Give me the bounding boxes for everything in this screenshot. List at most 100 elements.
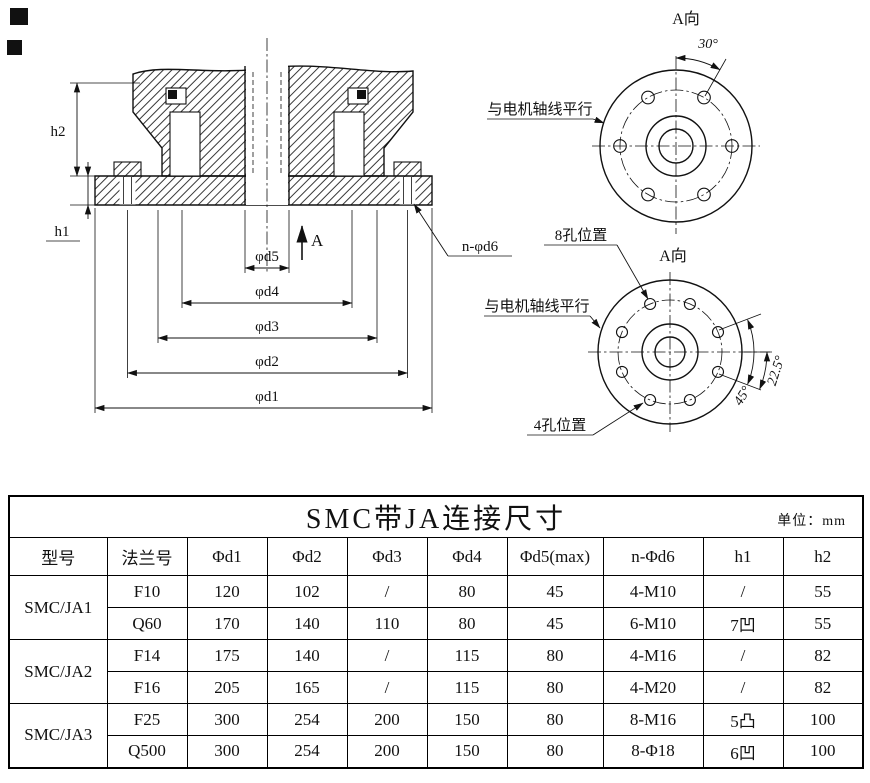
bolt-hole-note: n-φd6 (462, 239, 499, 255)
table-cell: 254 (266, 735, 348, 768)
table-cell: F10 (106, 575, 188, 608)
table-cell: 5凸 (702, 703, 784, 736)
angle-45-label: 45° (731, 384, 754, 409)
model-cell: SMC/JA1 (8, 575, 108, 640)
table-cell: 254 (266, 703, 348, 736)
table-cell: / (346, 671, 428, 704)
table-cell: 165 (266, 671, 348, 704)
axis-note-bottom: 与电机轴线平行 (484, 298, 589, 315)
note-4-holes: 4孔位置 (534, 417, 587, 434)
table-cell: / (702, 671, 784, 704)
col-header-h2: h2 (782, 537, 864, 576)
table-title-cell: SMC带JA连接尺寸 单位：mm (8, 495, 864, 538)
table-cell: 200 (346, 703, 428, 736)
model-cell: SMC/JA2 (8, 639, 108, 704)
table-cell: 170 (186, 607, 268, 640)
table-cell: 150 (426, 703, 508, 736)
axis-note-top: 与电机轴线平行 (487, 101, 592, 118)
table-row: Q60 170 140 110 80 45 6-M10 7凹 55 (9, 607, 864, 640)
dim-label-phi-d1: φd1 (255, 389, 279, 405)
table-cell: 80 (506, 671, 604, 704)
table-cell: 175 (186, 639, 268, 672)
table-cell: 45 (506, 575, 604, 608)
table-cell: 55 (782, 575, 864, 608)
note-8-holes: 8孔位置 (555, 227, 608, 244)
angle-30-label: 30° (697, 37, 718, 52)
table-cell: / (346, 575, 428, 608)
view-a-title-top: A向 (672, 10, 700, 28)
col-header-h1: h1 (702, 537, 784, 576)
col-header-d4: Φd4 (426, 537, 508, 576)
seal-ring-right (357, 90, 366, 99)
table-cell: F25 (106, 703, 188, 736)
table-cell: 80 (426, 607, 508, 640)
table-cell: Q500 (106, 735, 188, 768)
table-cell: 110 (346, 607, 428, 640)
angle-22-5-label: 22.5° (765, 354, 789, 388)
table-cell: 300 (186, 703, 268, 736)
table-cell: 45 (506, 607, 604, 640)
flange-view-bottom: A向 8孔位置 与电机轴线平行 4孔位置 (484, 227, 789, 436)
table-row: SMC/JA1 F10 120 102 / 80 45 4-M10 / 55 (8, 575, 864, 640)
table-cell: 4-M16 (602, 639, 704, 672)
table-cell: 120 (186, 575, 268, 608)
table-cell: 205 (186, 671, 268, 704)
table-cell: 100 (782, 735, 864, 768)
table-cell: 82 (782, 639, 864, 672)
table-row: SMC/JA3 F25 300 254 200 150 80 8-M16 5凸 … (8, 703, 864, 768)
view-arrow-label: A (311, 231, 324, 250)
table-cell: 8-M16 (602, 703, 704, 736)
seal-ring-left (168, 90, 177, 99)
bolt-head-right (393, 161, 422, 177)
table-cell: 80 (506, 639, 604, 672)
section-dimensions: φd5 φd4 φd3 φd2 φd1 h2 h1 A n-φd6 (46, 82, 512, 413)
table-cell: 6凹 (702, 735, 784, 768)
table-row: F16 205 165 / 115 80 4-M20 / 82 (9, 671, 864, 704)
dim-label-h2: h2 (51, 124, 66, 140)
table-cell: 80 (506, 735, 604, 768)
col-header-flange: 法兰号 (106, 537, 188, 576)
table-cell: 115 (426, 671, 508, 704)
table-cell: 150 (426, 735, 508, 768)
dim-label-phi-d3: φd3 (255, 319, 279, 335)
table-row: Q500 300 254 200 150 80 8-Φ18 6凹 100 (9, 735, 864, 768)
view-a-title-bottom: A向 (659, 247, 687, 265)
dimension-table: SMC带JA连接尺寸 单位：mm 型号 法兰号 Φd1 Φd2 Φd3 Φd4 … (8, 495, 865, 769)
col-header-d1: Φd1 (186, 537, 268, 576)
table-row: SMC/JA2 F14 175 140 / 115 80 4-M16 / 82 (8, 639, 864, 704)
col-header-d3: Φd3 (346, 537, 428, 576)
table-cell: Q60 (106, 607, 188, 640)
table-cell: 4-M20 (602, 671, 704, 704)
dim-label-h1: h1 (55, 224, 70, 240)
col-header-model: 型号 (8, 537, 108, 576)
table-cell: 6-M10 (602, 607, 704, 640)
table-header-row: 型号 法兰号 Φd1 Φd2 Φd3 Φd4 Φd5(max) n-Φd6 h1… (8, 537, 864, 576)
table-cell: F14 (106, 639, 188, 672)
dim-label-phi-d5: φd5 (255, 249, 279, 265)
table-cell: 55 (782, 607, 864, 640)
table-cell: 80 (506, 703, 604, 736)
cross-section-view (94, 38, 433, 274)
table-cell: 7凹 (702, 607, 784, 640)
dim-label-phi-d2: φd2 (255, 354, 279, 370)
table-cell: 82 (782, 671, 864, 704)
table-cell: 102 (266, 575, 348, 608)
table-cell: 80 (426, 575, 508, 608)
table-cell: 200 (346, 735, 428, 768)
corner-marks (7, 8, 28, 55)
unit-note: 单位：mm (777, 514, 847, 529)
table-cell: 140 (266, 639, 348, 672)
bolt-head-left (113, 161, 142, 177)
model-cell: SMC/JA3 (8, 703, 108, 768)
table-cell: F16 (106, 671, 188, 704)
table-cell: 115 (426, 639, 508, 672)
table-cell: / (702, 639, 784, 672)
table-cell: 300 (186, 735, 268, 768)
table-cell: 8-Φ18 (602, 735, 704, 768)
table-cell: 4-M10 (602, 575, 704, 608)
table-cell: / (346, 639, 428, 672)
table-cell: 140 (266, 607, 348, 640)
col-header-d2: Φd2 (266, 537, 348, 576)
dim-label-phi-d4: φd4 (255, 284, 279, 300)
